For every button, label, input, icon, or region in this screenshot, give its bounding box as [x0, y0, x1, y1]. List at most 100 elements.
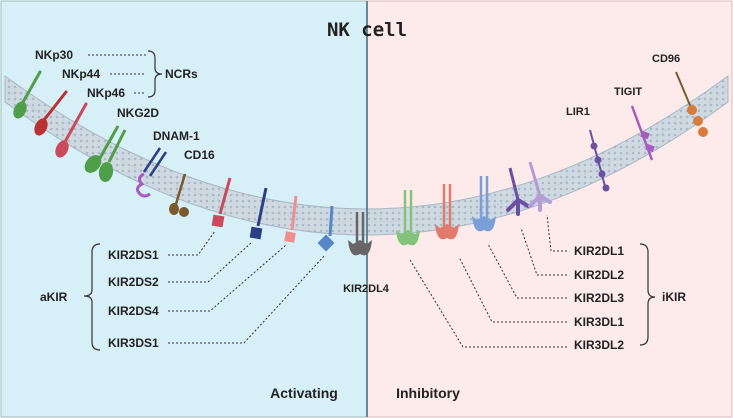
ikir-leader-2	[520, 227, 567, 276]
cd96-domain-2	[698, 127, 708, 137]
nkg2d-label: NKG2D	[117, 106, 159, 120]
activating-label: Activating	[270, 385, 338, 401]
cd16-head-b	[179, 207, 189, 217]
ikir-leader-1	[546, 214, 567, 252]
ncr-brace	[147, 50, 163, 98]
nkp44-receptor	[34, 90, 68, 136]
kir2ds4-receptor-head	[284, 231, 296, 243]
ncr-group-label: NCRs	[165, 67, 198, 81]
ikir-label-kir2dl2: KIR2DL2	[574, 268, 624, 282]
tigit-receptor	[630, 105, 655, 161]
cd16-label: CD16	[184, 148, 215, 162]
nkg2d-head-a	[84, 155, 102, 173]
cd16-head-a	[169, 203, 179, 215]
kir2ds4-receptor	[284, 195, 298, 243]
diagram-title: NK cell	[327, 19, 407, 41]
nkp44-receptor-head	[34, 118, 48, 136]
akir-label-kir3ds1: KIR3DS1	[108, 336, 159, 350]
akir-label-kir2ds1: KIR2DS1	[108, 248, 159, 262]
kir2dl1-receptor-stalk	[528, 161, 542, 197]
akir-group: KIR2DS1 KIR2DS2 KIR2DS4 KIR3DS1 aKIR	[40, 230, 326, 351]
dnam1-stalk-a	[142, 147, 162, 173]
ikir-label-kir3dl2: KIR3DL2	[574, 338, 624, 352]
receptor-glyphs	[13, 70, 708, 256]
cd16-receptor	[169, 173, 189, 217]
cd96-stalk	[675, 71, 693, 111]
kir2dl1-receptor-head	[528, 194, 552, 212]
kir3dl2-receptor-head	[396, 230, 420, 246]
kir2dl2-receptor-stalk	[508, 167, 520, 201]
nkp30-receptor-stalk	[20, 70, 42, 106]
akir-leader-3	[168, 244, 287, 312]
cd96-receptor	[675, 71, 708, 137]
kir2ds1-receptor-stalk	[218, 177, 232, 215]
nkp30-receptor	[13, 70, 42, 119]
ncr-label-nkp30: NKp30	[35, 48, 73, 62]
kir2dl2-receptor	[506, 167, 530, 216]
akir-leader-4	[168, 254, 326, 344]
ikir-label-kir2dl3: KIR2DL3	[574, 291, 624, 305]
kir3ds1-receptor-head	[317, 234, 335, 252]
nkg2d-stalk-b	[107, 129, 127, 163]
lir1-bead-0	[590, 142, 598, 150]
kir2ds1-receptor-head	[211, 214, 225, 228]
nkp30-receptor-head	[13, 101, 27, 119]
lir1-bead-3	[602, 184, 610, 192]
dnam1-coil	[135, 172, 151, 198]
inhibitory-label: Inhibitory	[396, 385, 460, 401]
akir-label-kir2ds2: KIR2DS2	[108, 275, 159, 289]
cd96-domain-1	[693, 116, 703, 126]
dnam1-receptor	[135, 147, 168, 198]
kir2ds2-receptor	[249, 187, 268, 240]
akir-group-label: aKIR	[40, 290, 68, 304]
kir2dl4-label: KIR2DL4	[343, 283, 390, 295]
cd16-stalk	[174, 173, 187, 205]
kir3dl2-receptor	[396, 190, 420, 246]
cd96-domain-0	[687, 105, 697, 115]
tigit-block-b	[645, 143, 655, 153]
kir2ds1-receptor	[211, 177, 232, 228]
kir2ds4-receptor-stalk	[290, 195, 298, 231]
kir2dl4-receptor	[348, 212, 372, 256]
ikir-label-kir3dl1: KIR3DL1	[574, 315, 624, 329]
lir1-bead-2	[598, 170, 606, 178]
ncr-label-nkp44: NKp44	[62, 67, 100, 81]
kir2dl3-receptor	[472, 176, 496, 232]
tigit-label: TIGIT	[614, 86, 642, 98]
kir2dl3-receptor-head	[472, 216, 496, 232]
kir3ds1-receptor-stalk	[328, 205, 334, 237]
ikir-leader-3	[487, 243, 567, 299]
tigit-block-a	[640, 130, 650, 140]
akir-brace	[83, 243, 101, 351]
lir1-receptor	[589, 129, 610, 192]
lir1-bead-1	[594, 156, 602, 164]
kir3ds1-receptor	[317, 205, 335, 252]
ncr-label-nkp46: NKp46	[87, 86, 125, 100]
kir2dl4-receptor-head	[348, 240, 372, 256]
nkp46-receptor-stalk	[64, 102, 88, 142]
dnam1-stalk-b	[148, 151, 168, 177]
nkg2d-stalk-a	[98, 125, 120, 159]
nkp44-receptor-stalk	[42, 90, 68, 122]
ncr-group: NKp30 NKp44 NKp46 NCRs	[35, 48, 198, 100]
ikir-brace	[639, 243, 656, 346]
ikir-leader-5	[409, 259, 567, 348]
dnam1-label: DNAM-1	[153, 129, 200, 143]
kir2dl1-receptor	[528, 161, 552, 212]
akir-leader-1	[168, 230, 216, 256]
ikir-group-label: iKIR	[662, 290, 686, 304]
kir2ds2-receptor-stalk	[256, 187, 268, 227]
nkp46-receptor-head	[55, 140, 69, 158]
kir3dl1-receptor	[435, 184, 459, 240]
akir-leader-2	[168, 241, 253, 283]
nkg2d-receptor	[84, 125, 127, 182]
lir1-label: LIR1	[566, 106, 590, 118]
ikir-group: KIR2DL1 KIR2DL2 KIR2DL3 KIR3DL1 KIR3DL2 …	[409, 214, 686, 352]
kir2dl2-receptor-head	[506, 198, 530, 216]
akir-label-kir2ds4: KIR2DS4	[108, 304, 159, 318]
nkg2d-head-b	[98, 162, 114, 182]
kir2ds2-receptor-head	[249, 226, 263, 240]
ikir-leader-4	[458, 256, 567, 323]
